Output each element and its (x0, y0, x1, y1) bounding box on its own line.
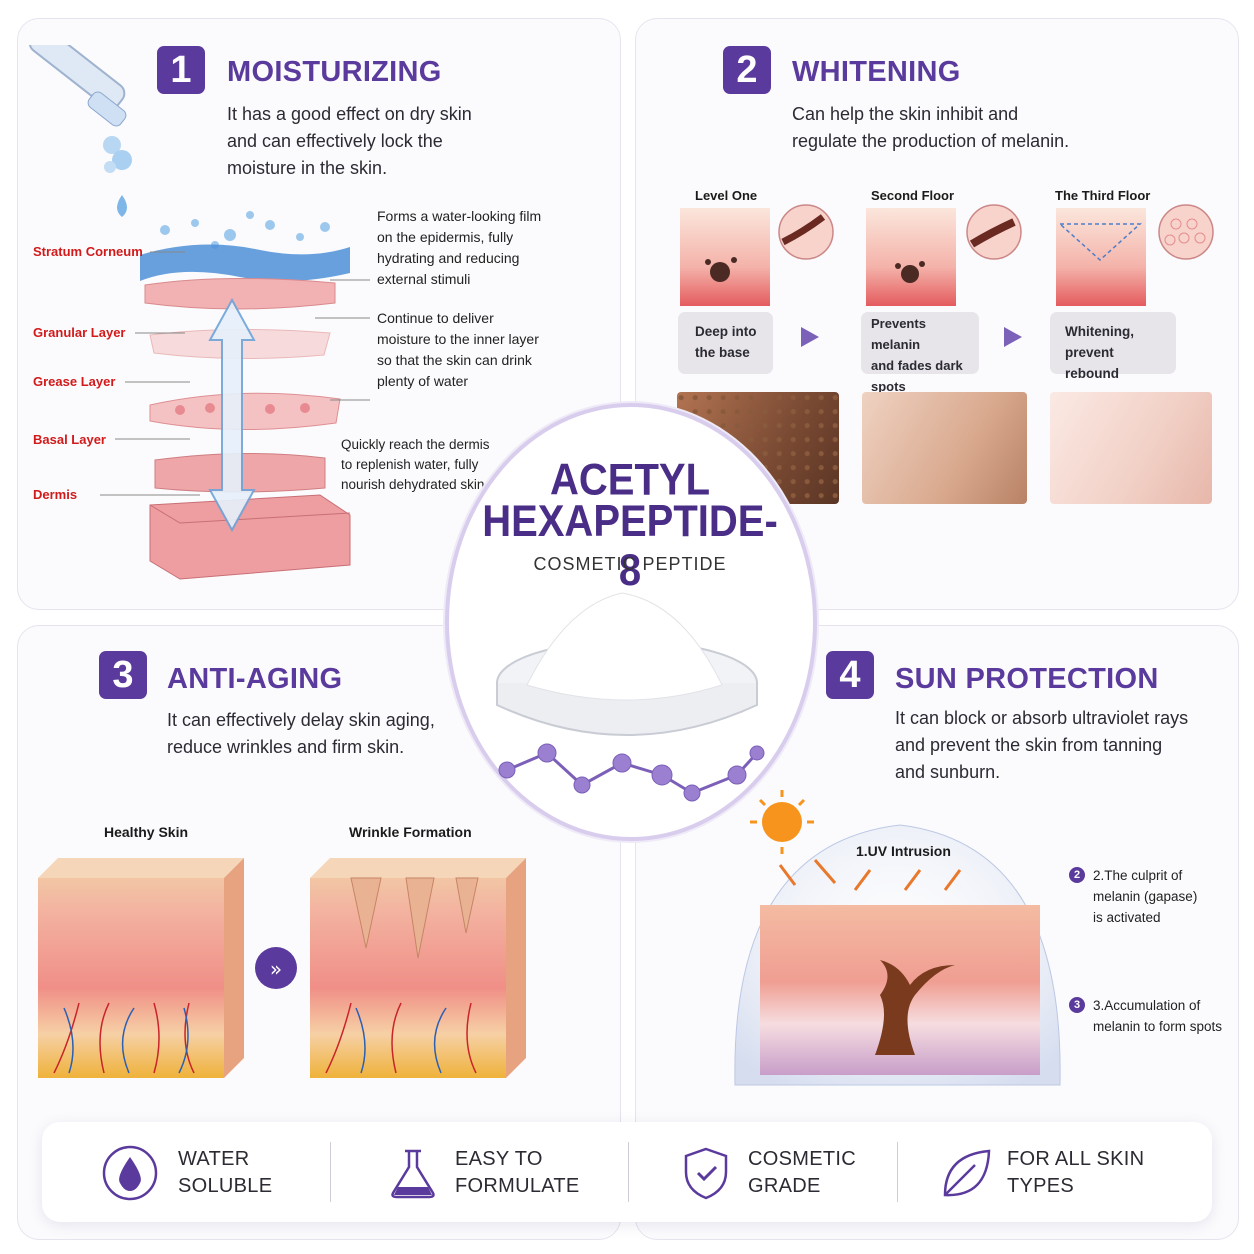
healthy-skin-label: Healthy Skin (104, 824, 189, 840)
anti-aging-title: ANTI-AGING (167, 663, 343, 695)
arrow-right-icon (801, 327, 819, 347)
layer-label-granular: Granular Layer (33, 325, 126, 340)
step-number-3: 3 (99, 651, 147, 699)
leaf-icon (943, 1149, 991, 1197)
whitening-step-3: Whitening,prevent rebound (1050, 312, 1176, 381)
uv-intrusion-label: 1.UV Intrusion (856, 843, 951, 859)
flask-icon (391, 1149, 435, 1199)
step-number-1: 1 (157, 46, 205, 94)
arrow-right-icon (1004, 327, 1022, 347)
shield-icon (684, 1147, 728, 1200)
sun-protection-title: SUN PROTECTION (895, 663, 1159, 695)
divider (897, 1142, 898, 1202)
melanin-level-illustrations (680, 204, 1214, 306)
hero-title-line1: ACETYL (550, 455, 710, 505)
svg-text:»: » (270, 957, 282, 981)
divider (628, 1142, 629, 1202)
leader-lines (100, 251, 370, 496)
hero-subtitle: COSMETIC PEPTIDE (533, 554, 727, 574)
skin-cross-sections: » (38, 858, 526, 1078)
whitening-title: WHITENING (792, 56, 961, 88)
face-photo-fading (862, 392, 1027, 504)
layer-label-basal: Basal Layer (33, 432, 106, 447)
moisturizing-title: MOISTURIZING (227, 56, 442, 88)
callout-2-text: 2.The culprit of melanin (gapase) is act… (1093, 868, 1198, 925)
uv-dome-illustration (734, 790, 1061, 1086)
callout-badge-3: 3 (1069, 997, 1085, 1013)
level-label-2: Second Floor (871, 188, 955, 203)
hero-title-line2: HEXAPEPTIDE-8 (482, 496, 778, 596)
double-chevron-icon (255, 947, 297, 989)
skin-layers-diagram (140, 211, 351, 580)
callout-3-text: 3.Accumulation of melanin to form spots (1093, 998, 1223, 1034)
callout-badge-2: 2 (1069, 867, 1085, 883)
sun-protection-description: It can block or absorb ultraviolet rays … (895, 708, 1189, 782)
whitening-description: Can help the skin inhibit and regulate t… (792, 104, 1070, 151)
level-label-3: The Third Floor (1055, 188, 1151, 203)
step-number-4: 4 (826, 651, 874, 699)
wrinkle-formation-label: Wrinkle Formation (349, 824, 472, 840)
layer-label-grease: Grease Layer (33, 374, 116, 389)
level-label-1: Level One (695, 188, 758, 203)
powder-dish-illustration (496, 592, 765, 802)
layer-label-dermis: Dermis (33, 487, 78, 502)
moisturizing-description: It has a good effect on dry skin and can… (227, 104, 472, 178)
water-drop-icon (102, 1145, 158, 1201)
step-number-2: 2 (723, 46, 771, 94)
face-photo-clear (1050, 392, 1212, 504)
divider (330, 1142, 331, 1202)
layer-label-stratum-corneum: Stratum Corneum (33, 244, 143, 259)
dropper-illustration (28, 45, 132, 217)
anti-aging-description: It can effectively delay skin aging, red… (167, 710, 435, 757)
